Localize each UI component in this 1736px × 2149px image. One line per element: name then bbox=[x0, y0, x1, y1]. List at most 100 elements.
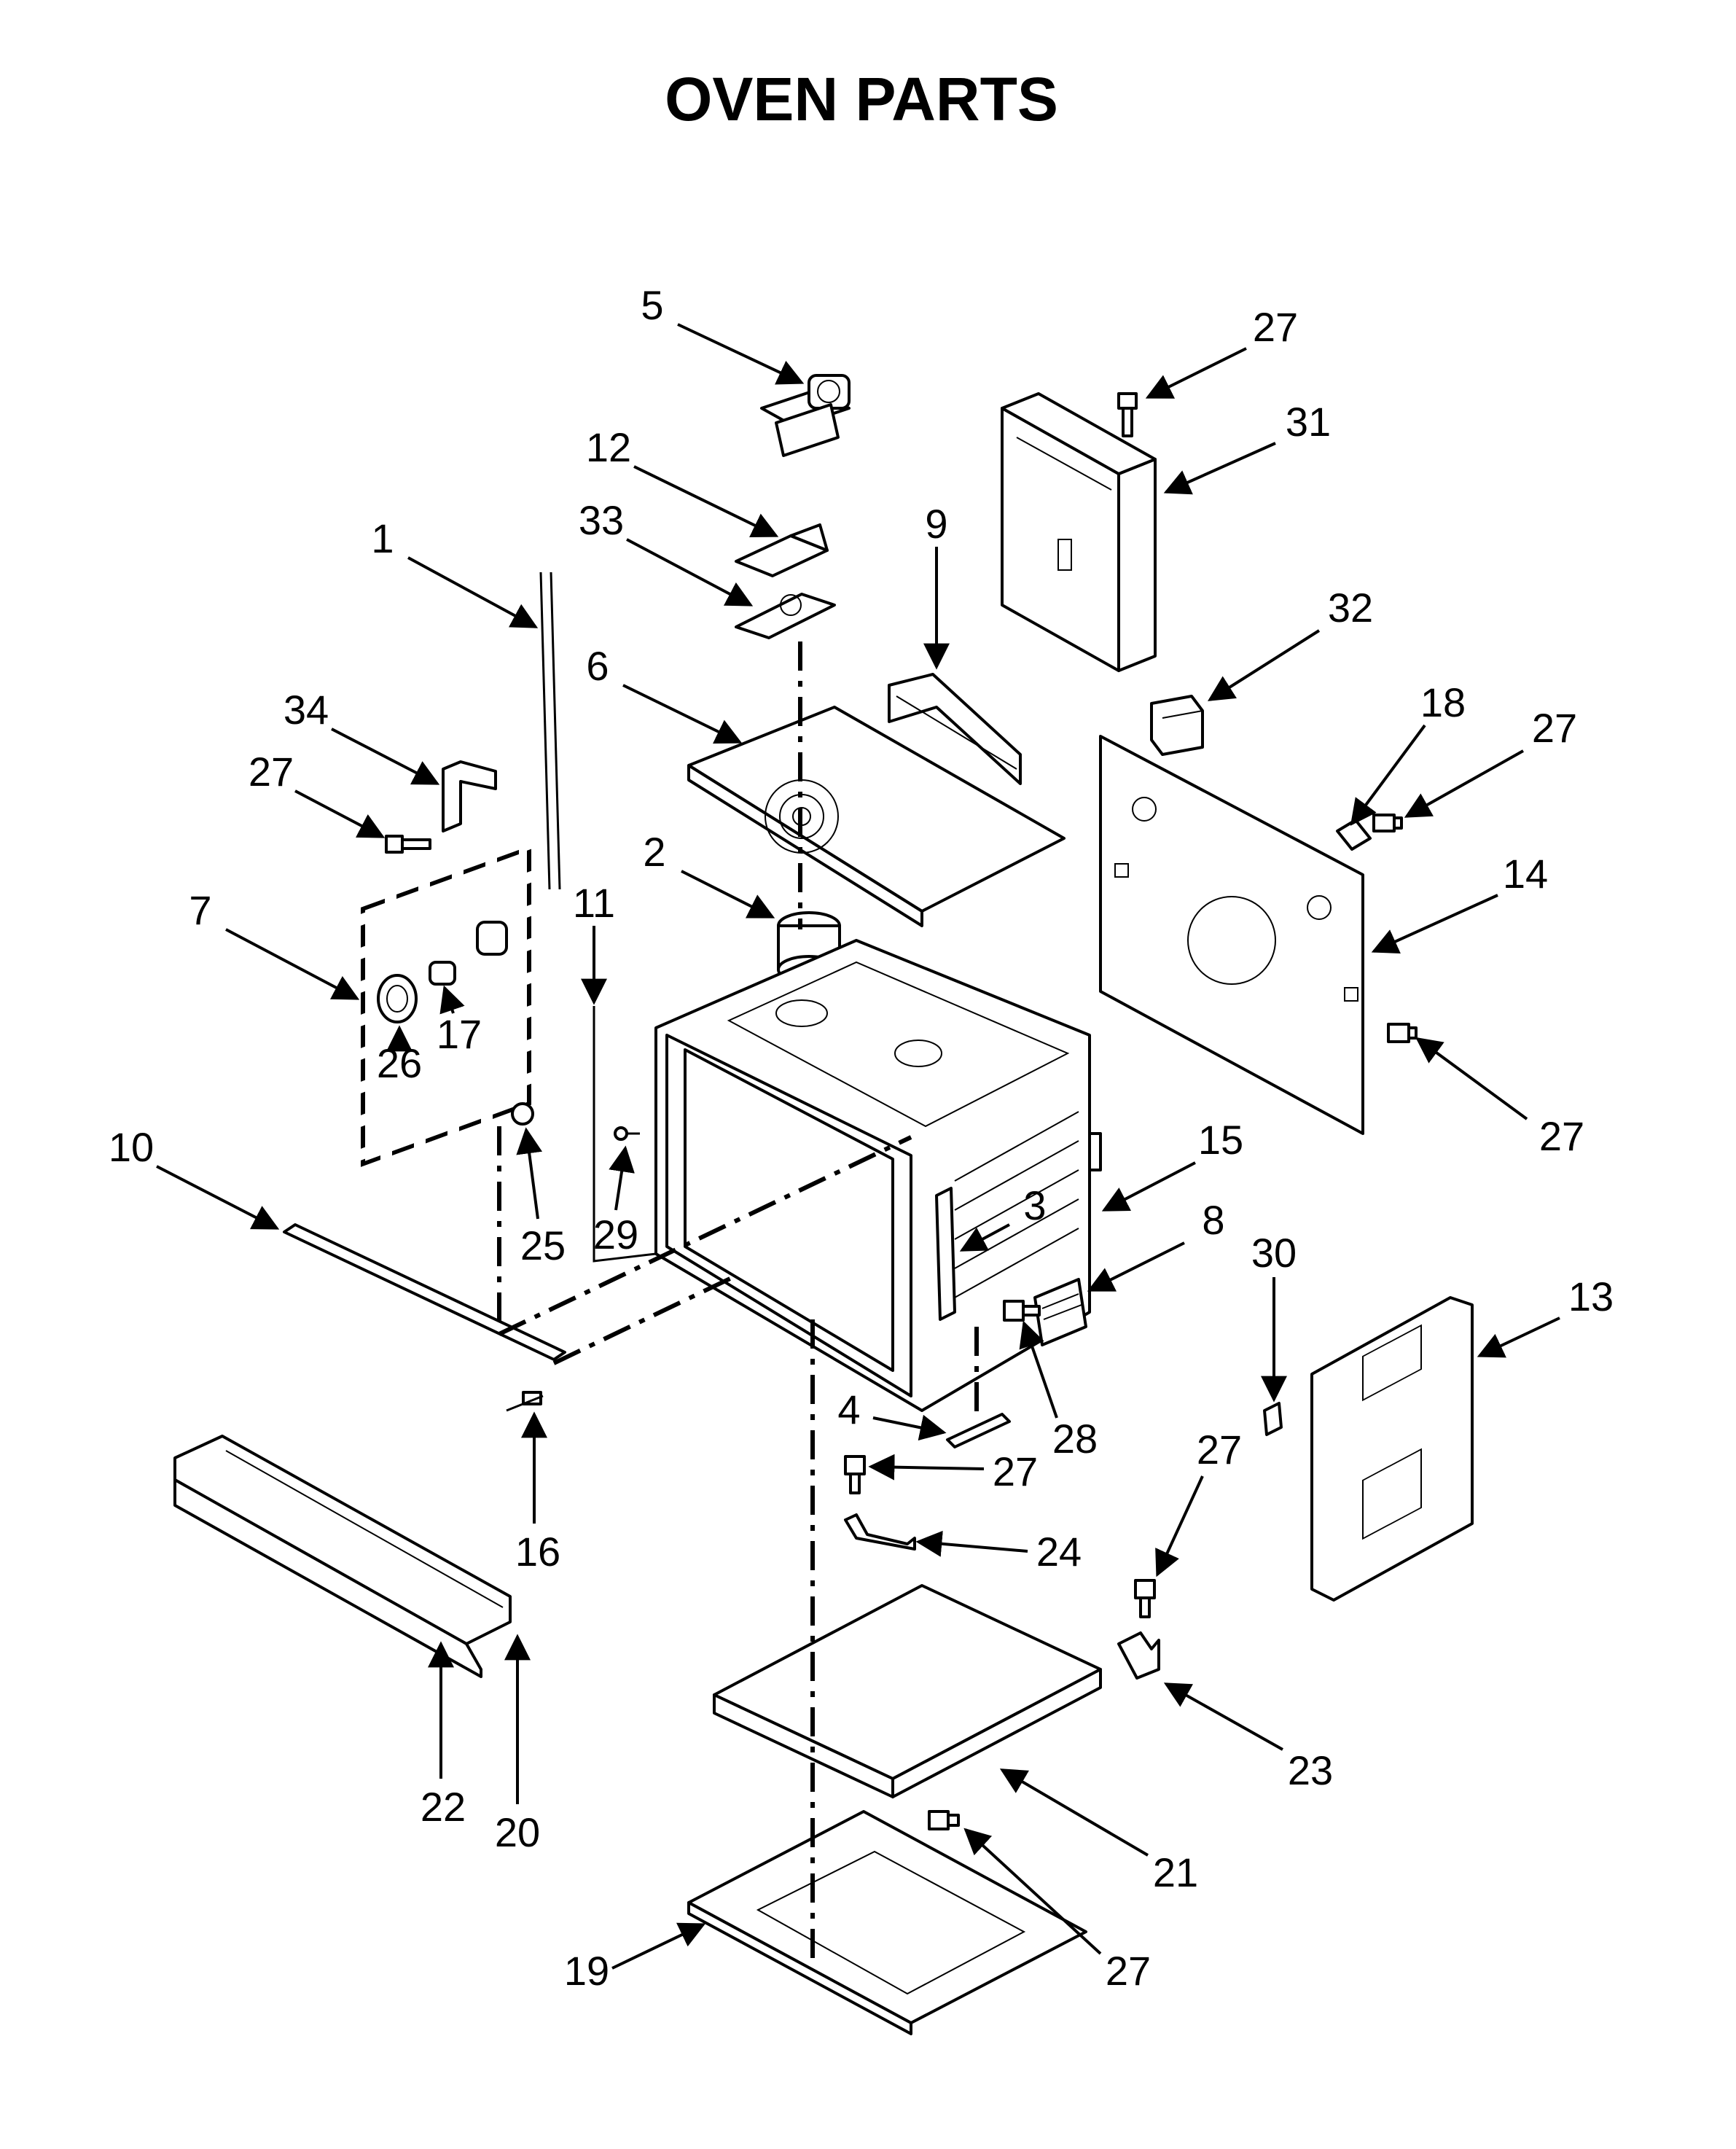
oven-cavity[interactable] bbox=[654, 939, 1091, 1412]
svg-text:12: 12 bbox=[586, 424, 631, 470]
callout-6: 6 bbox=[586, 643, 743, 744]
svg-text:27: 27 bbox=[1197, 1427, 1242, 1473]
callout-20: 20 bbox=[495, 1634, 540, 1855]
svg-text:16: 16 bbox=[515, 1529, 560, 1575]
svg-text:33: 33 bbox=[579, 497, 624, 543]
part-27-screw-lower-right[interactable] bbox=[1134, 1579, 1156, 1618]
part-28-screw[interactable] bbox=[1003, 1300, 1041, 1322]
part-19-floor-panel[interactable] bbox=[687, 1810, 1087, 2035]
svg-text:6: 6 bbox=[586, 643, 609, 689]
svg-text:1: 1 bbox=[371, 515, 394, 561]
part-34-bracket[interactable] bbox=[442, 760, 497, 832]
part-16-switch[interactable] bbox=[506, 1391, 544, 1412]
callout-33: 33 bbox=[579, 497, 754, 607]
callout-25: 25 bbox=[516, 1127, 566, 1268]
svg-text:31: 31 bbox=[1286, 399, 1331, 445]
callout-9: 9 bbox=[923, 501, 950, 670]
part-7-switch-group[interactable] bbox=[377, 921, 508, 1023]
callout-32: 32 bbox=[1207, 585, 1373, 701]
part-27-screw-mid[interactable] bbox=[844, 1455, 866, 1494]
svg-text:25: 25 bbox=[520, 1222, 566, 1268]
callout-18: 18 bbox=[1350, 679, 1466, 826]
part-5-latch-motor[interactable] bbox=[760, 374, 851, 457]
callout-26: 26 bbox=[377, 1025, 422, 1086]
svg-text:4: 4 bbox=[837, 1386, 860, 1432]
part-20-22-trim[interactable] bbox=[173, 1435, 512, 1678]
svg-text:9: 9 bbox=[925, 501, 947, 547]
callout-17: 17 bbox=[437, 985, 482, 1057]
part-3-sensor-bracket[interactable] bbox=[935, 1187, 956, 1321]
svg-text:29: 29 bbox=[593, 1212, 638, 1257]
callout-27-top: 27 bbox=[1145, 304, 1298, 399]
part-30-clip[interactable] bbox=[1263, 1402, 1283, 1436]
part-15-side[interactable] bbox=[1088, 1132, 1102, 1171]
part-24-bracket[interactable] bbox=[844, 1513, 916, 1551]
part-13-side-panel[interactable] bbox=[1310, 1296, 1474, 1602]
callout-29: 29 bbox=[593, 1145, 638, 1257]
alignment-lines bbox=[497, 641, 979, 1968]
svg-text:5: 5 bbox=[641, 282, 663, 328]
part-27-screw-top[interactable] bbox=[1117, 392, 1138, 437]
callout-16: 16 bbox=[515, 1411, 560, 1575]
callout-27-left: 27 bbox=[249, 749, 386, 838]
svg-text:17: 17 bbox=[437, 1011, 482, 1057]
part-21-bottom-panel[interactable] bbox=[713, 1584, 1102, 1798]
part-6-top-panel[interactable] bbox=[687, 706, 1066, 927]
part-18-clip[interactable] bbox=[1336, 819, 1372, 851]
part-7-switch-group-box bbox=[361, 845, 531, 1167]
callout-14: 14 bbox=[1371, 851, 1548, 954]
callout-2: 2 bbox=[643, 829, 775, 919]
callout-4: 4 bbox=[837, 1386, 947, 1441]
svg-text:27: 27 bbox=[249, 749, 294, 795]
callout-23: 23 bbox=[1163, 1682, 1333, 1793]
svg-text:27: 27 bbox=[1539, 1113, 1584, 1159]
part-14-rear-panel[interactable] bbox=[1099, 735, 1364, 1135]
svg-text:24: 24 bbox=[1036, 1529, 1082, 1575]
part-27-screw-left[interactable] bbox=[385, 835, 431, 854]
svg-text:27: 27 bbox=[1253, 304, 1298, 350]
part-31-side-panel[interactable] bbox=[1001, 392, 1157, 672]
part-12-bracket[interactable] bbox=[735, 523, 829, 577]
callout-8: 8 bbox=[1087, 1197, 1225, 1292]
svg-text:19: 19 bbox=[564, 1948, 609, 1994]
svg-text:28: 28 bbox=[1052, 1416, 1098, 1462]
part-25-knob[interactable] bbox=[511, 1102, 534, 1126]
svg-text:20: 20 bbox=[495, 1809, 540, 1855]
svg-text:21: 21 bbox=[1153, 1849, 1198, 1895]
svg-text:26: 26 bbox=[377, 1040, 422, 1086]
callout-19: 19 bbox=[564, 1922, 706, 1994]
part-27-screw-right-upper[interactable] bbox=[1372, 814, 1403, 832]
part-10-rail[interactable] bbox=[283, 1223, 566, 1361]
svg-text:10: 10 bbox=[109, 1124, 154, 1170]
callout-22: 22 bbox=[421, 1641, 466, 1830]
callout-12: 12 bbox=[586, 424, 779, 537]
part-1-rod[interactable] bbox=[539, 572, 561, 890]
callout-10: 10 bbox=[109, 1124, 280, 1230]
svg-text:34: 34 bbox=[284, 687, 329, 733]
part-33-fan-mount[interactable] bbox=[735, 593, 836, 639]
svg-text:15: 15 bbox=[1198, 1117, 1243, 1163]
part-11-gasket[interactable] bbox=[593, 1006, 657, 1263]
callout-27-right-lower: 27 bbox=[1415, 1037, 1584, 1159]
callout-30: 30 bbox=[1251, 1230, 1297, 1403]
part-4-bracket[interactable] bbox=[946, 1413, 1011, 1448]
svg-text:2: 2 bbox=[643, 829, 665, 875]
callout-3: 3 bbox=[959, 1182, 1047, 1252]
part-27-screw-right-lower[interactable] bbox=[1387, 1023, 1418, 1043]
svg-text:11: 11 bbox=[573, 880, 615, 926]
svg-text:32: 32 bbox=[1328, 585, 1373, 631]
part-27-screw-bottom[interactable] bbox=[928, 1810, 960, 1830]
part-29-pin[interactable] bbox=[614, 1126, 640, 1141]
svg-text:3: 3 bbox=[1023, 1182, 1046, 1228]
callout-27-bottom: 27 bbox=[963, 1828, 1151, 1994]
svg-text:7: 7 bbox=[189, 887, 211, 933]
part-23-bracket[interactable] bbox=[1117, 1631, 1160, 1680]
svg-text:18: 18 bbox=[1420, 679, 1466, 725]
callout-28: 28 bbox=[1019, 1320, 1098, 1462]
part-9-duct[interactable] bbox=[888, 673, 1022, 785]
svg-text:14: 14 bbox=[1503, 851, 1548, 897]
part-32-box[interactable] bbox=[1150, 695, 1204, 756]
callout-27-right-upper: 27 bbox=[1404, 705, 1577, 818]
callout-21: 21 bbox=[999, 1768, 1198, 1895]
